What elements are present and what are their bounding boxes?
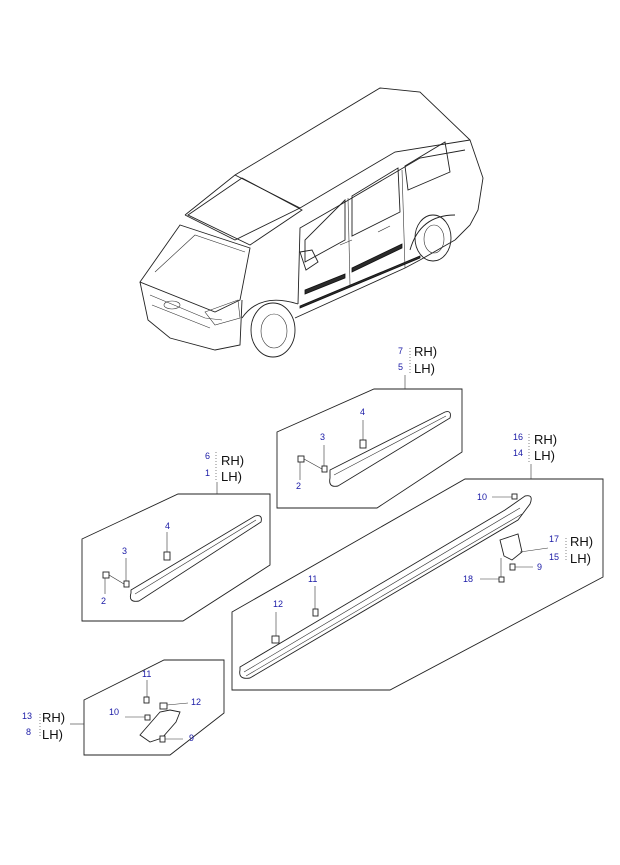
mud-guard-part <box>139 709 181 743</box>
label-bracket-lh: LH) <box>570 551 591 566</box>
screw-part <box>509 563 516 571</box>
callout-10: 10 <box>477 492 487 502</box>
callout-10: 10 <box>109 707 119 717</box>
callout-9: 9 <box>537 562 542 572</box>
mud-guard-group: 13 RH) 8 LH) 11 12 10 9 <box>22 659 225 756</box>
label-sill-rh: RH) <box>534 432 557 447</box>
callout-clip: 4 <box>360 407 365 417</box>
callout-18: 18 <box>463 574 473 584</box>
callout-rear-rh-number: 6 <box>205 451 210 461</box>
clip-part <box>159 702 168 710</box>
callout-12: 12 <box>273 599 283 609</box>
clip-part <box>511 493 518 500</box>
clip-part <box>359 439 367 449</box>
label-rear-rh: RH) <box>221 453 244 468</box>
callout-12: 12 <box>191 697 201 707</box>
front-door-molding-group: 7 RH) 5 LH) 4 3 2 <box>276 344 463 509</box>
callout-9: 9 <box>189 733 194 743</box>
label-mudguard-lh: LH) <box>42 727 63 742</box>
group-frame <box>83 659 225 756</box>
clip-part <box>271 635 280 644</box>
screw-part <box>159 735 166 743</box>
label-mudguard-rh: RH) <box>42 710 65 725</box>
label-front-rh: RH) <box>414 344 437 359</box>
clip-part <box>143 696 150 704</box>
callout-sill-lh-number: 14 <box>513 448 523 458</box>
rh-lh-brace-marks <box>39 348 567 738</box>
callout-sill-rh-number: 16 <box>513 432 523 442</box>
door-molding-part <box>329 411 451 487</box>
side-sill-molding-group: 16 RH) 14 LH) 10 11 12 17 RH) 15 LH) 9 <box>231 432 604 691</box>
sill-bracket-part <box>499 533 523 561</box>
callout-mudguard-lh-number: 8 <box>26 727 31 737</box>
callout-front-rh-number: 7 <box>398 346 403 356</box>
callout-clip: 4 <box>165 521 170 531</box>
label-bracket-rh: RH) <box>570 534 593 549</box>
callout-bracket-lh-number: 15 <box>549 552 559 562</box>
callout-screw: 3 <box>320 432 325 442</box>
bolt-part <box>102 571 110 579</box>
label-rear-lh: LH) <box>221 469 242 484</box>
callout-rear-lh-number: 1 <box>205 468 210 478</box>
rear-door-molding-group: 6 RH) 1 LH) 4 3 2 <box>81 451 271 622</box>
callout-bracket-rh-number: 17 <box>549 534 559 544</box>
clip-part <box>144 714 151 721</box>
callout-mudguard-rh-number: 13 <box>22 711 32 721</box>
sill-molding-part <box>239 495 532 679</box>
label-front-lh: LH) <box>414 361 435 376</box>
clip-part <box>312 608 319 617</box>
callout-front-lh-number: 5 <box>398 362 403 372</box>
callout-11: 11 <box>308 574 317 584</box>
screw-part <box>321 465 328 473</box>
group-frame <box>81 493 271 622</box>
bolt-part <box>297 455 305 463</box>
group-frame <box>276 388 463 509</box>
clip-part <box>163 551 171 561</box>
group-frame <box>231 478 604 691</box>
callout-11: 11 <box>142 669 151 679</box>
screw-part <box>123 580 130 588</box>
vehicle-illustration <box>139 87 484 358</box>
callout-bolt: 2 <box>101 596 106 606</box>
callout-screw: 3 <box>122 546 127 556</box>
callout-bolt: 2 <box>296 481 301 491</box>
label-sill-lh: LH) <box>534 448 555 463</box>
nut-part <box>498 576 505 583</box>
